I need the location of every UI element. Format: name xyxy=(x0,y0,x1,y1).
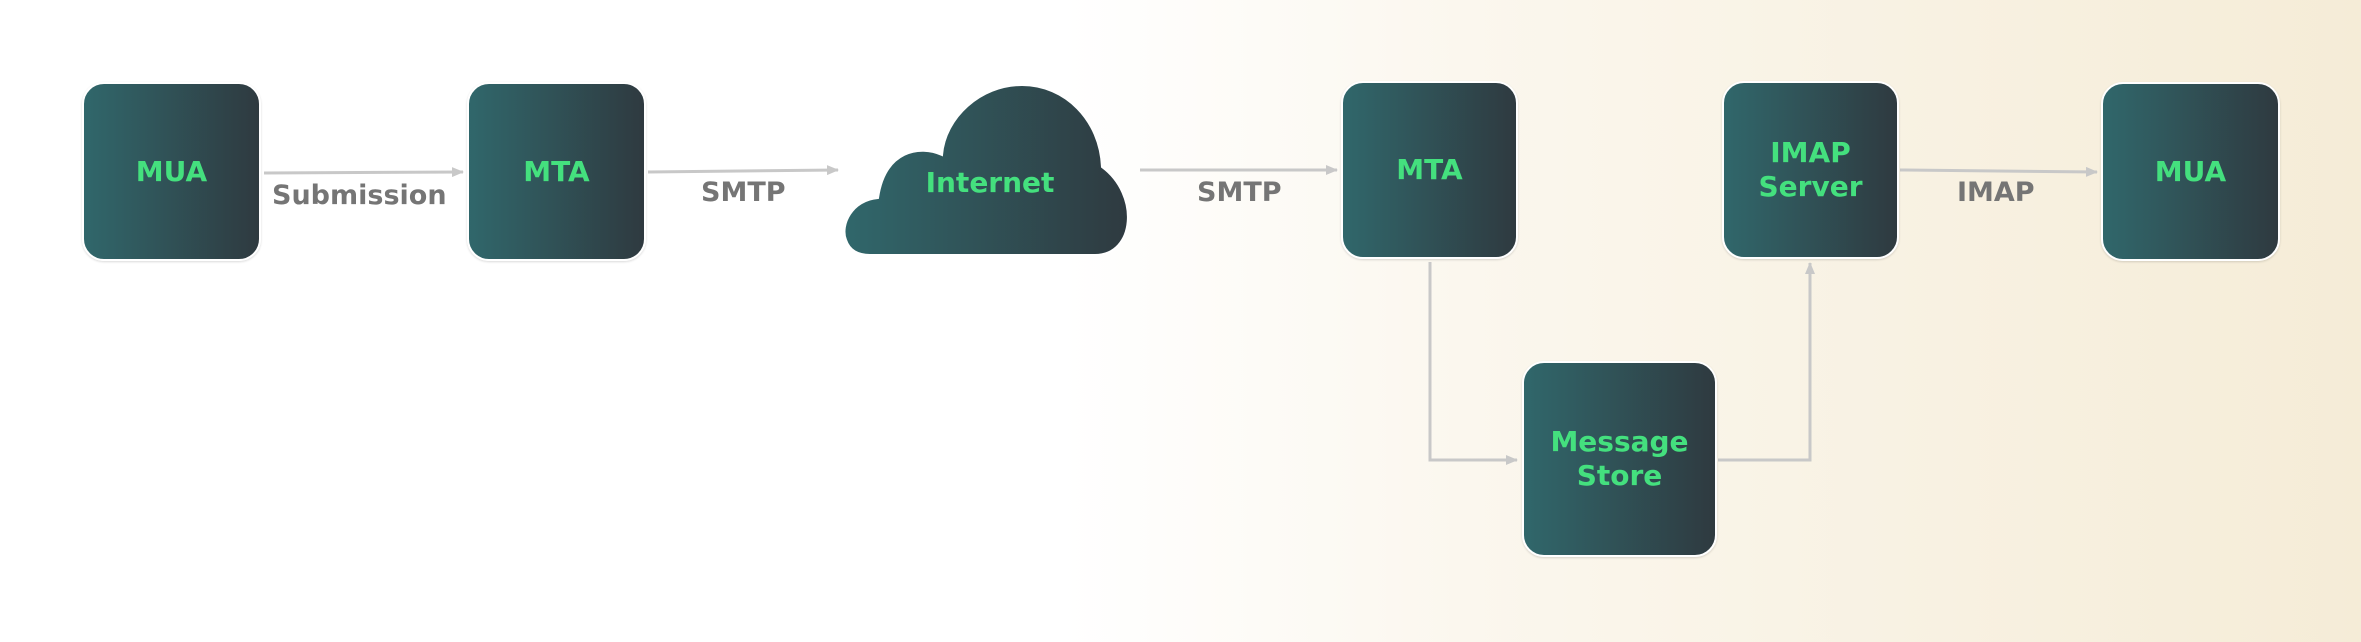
internet-label: Internet xyxy=(926,166,1055,199)
mua-sender-node: MUA xyxy=(82,82,261,261)
imap-server-node: IMAP Server xyxy=(1722,81,1899,259)
arrow-smtp-out xyxy=(647,165,839,176)
arrow-store-to-imap xyxy=(1718,262,1815,462)
submission-label: Submission xyxy=(272,180,447,211)
smtp-out-label: SMTP xyxy=(701,177,786,208)
mta-receiver-node: MTA xyxy=(1341,81,1518,259)
imap-label: IMAP xyxy=(1957,177,2035,208)
arrow-imap xyxy=(1899,166,2098,177)
message-store-node: Message Store xyxy=(1522,361,1717,557)
internet-cloud: Internet xyxy=(843,83,1129,256)
mua-receiver-node: MUA xyxy=(2101,82,2280,261)
arrow-mta-to-store xyxy=(1428,262,1518,465)
mta-sender-node: MTA xyxy=(467,82,646,261)
arrow-submission xyxy=(263,167,464,178)
smtp-in-label: SMTP xyxy=(1197,177,1282,208)
